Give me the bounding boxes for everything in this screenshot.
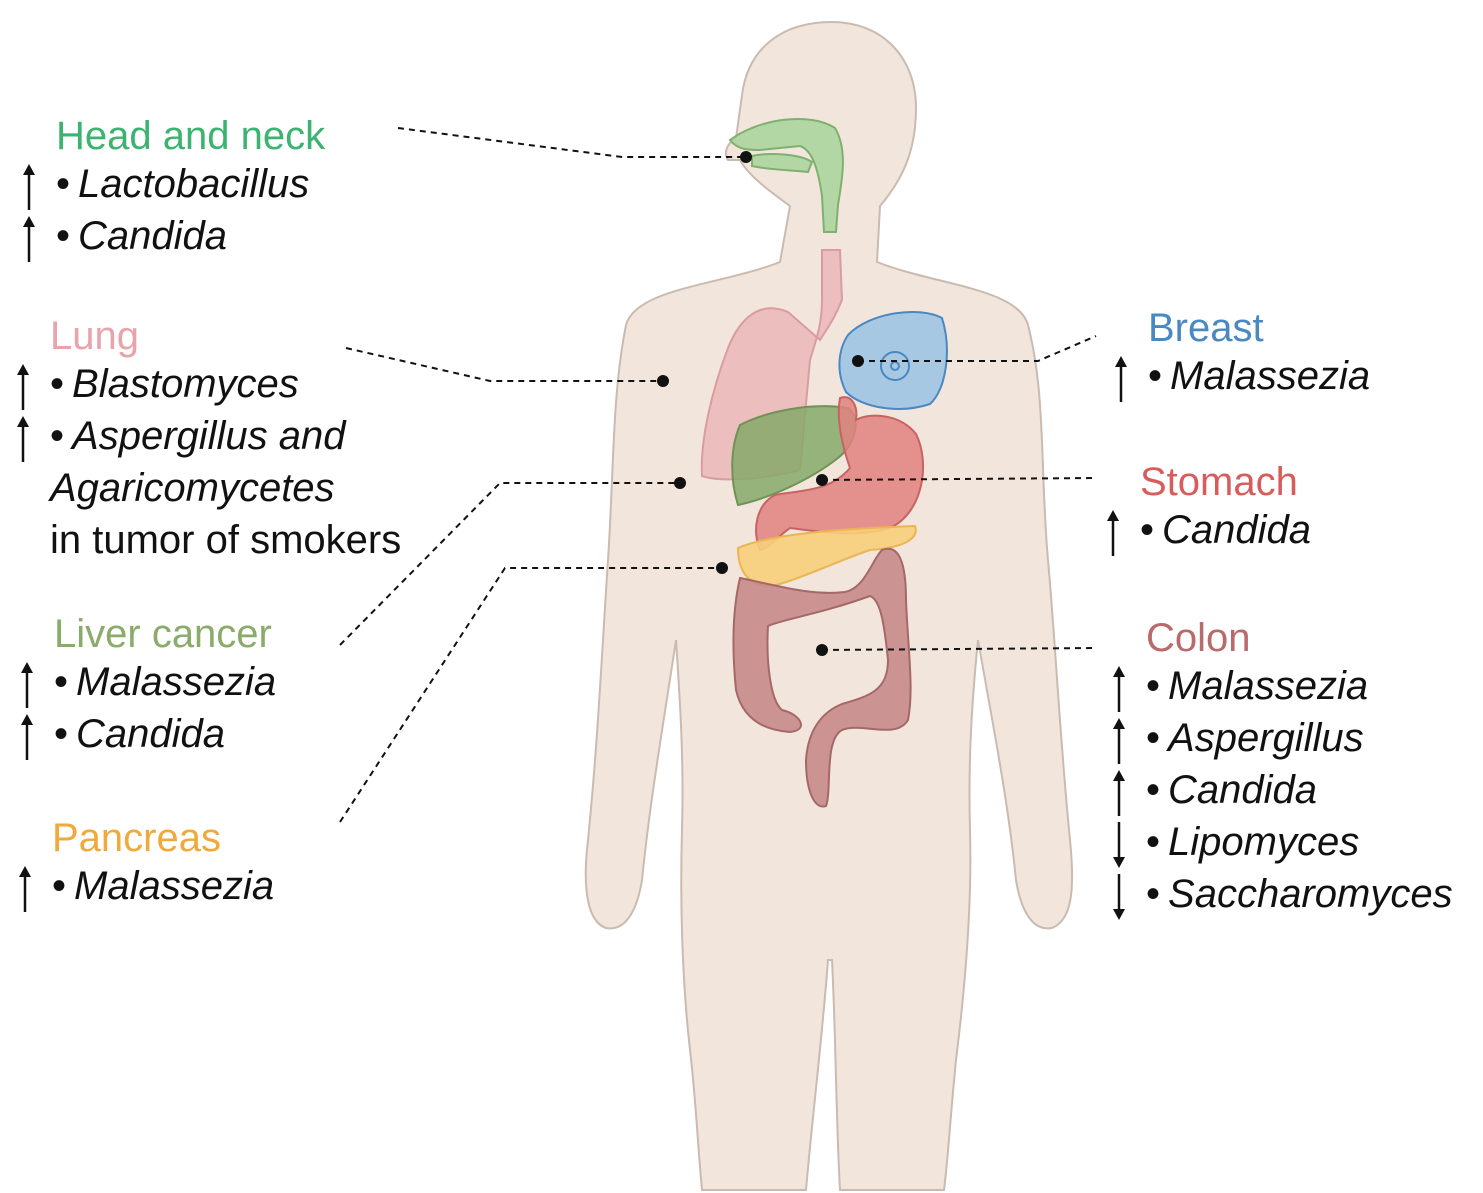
arrow-up-icon bbox=[16, 364, 30, 410]
taxon-name: Lactobacillus bbox=[78, 162, 309, 206]
point-colon bbox=[816, 644, 828, 656]
pancreas-title: Pancreas bbox=[52, 816, 274, 860]
arrow-down-icon bbox=[1112, 822, 1126, 868]
continuation-line: Agaricomycetes bbox=[50, 462, 401, 514]
taxon-name: Malassezia bbox=[1170, 354, 1370, 398]
colon-title: Colon bbox=[1146, 616, 1453, 660]
taxon-name: Blastomyces bbox=[72, 362, 299, 406]
stomach-title: Stomach bbox=[1140, 460, 1311, 504]
point-head-neck bbox=[740, 151, 752, 163]
bullet-icon: • bbox=[1146, 716, 1160, 760]
group-colon: Colon•Malassezia•Aspergillus•Candida•Lip… bbox=[1146, 616, 1453, 920]
list-item: •Malassezia bbox=[1148, 350, 1370, 402]
group-stomach: Stomach•Candida bbox=[1140, 460, 1311, 556]
taxon-name: Malassezia bbox=[76, 660, 276, 704]
bullet-icon: • bbox=[1146, 768, 1160, 812]
list-item: •Candida bbox=[54, 708, 276, 760]
bullet-icon: • bbox=[54, 712, 68, 756]
point-breast bbox=[852, 355, 864, 367]
lung-title: Lung bbox=[50, 314, 401, 358]
group-pancreas: Pancreas•Malassezia bbox=[52, 816, 274, 912]
list-item: •Candida bbox=[56, 210, 325, 262]
arrow-up-icon bbox=[1112, 770, 1126, 816]
bullet-icon: • bbox=[52, 864, 66, 908]
point-pancreas bbox=[716, 562, 728, 574]
list-item: •Malassezia bbox=[1146, 660, 1453, 712]
bullet-icon: • bbox=[56, 214, 70, 258]
list-item: •Candida bbox=[1140, 504, 1311, 556]
list-item: •Malassezia bbox=[54, 656, 276, 708]
bullet-icon: • bbox=[1140, 508, 1154, 552]
list-item: •Candida bbox=[1146, 764, 1453, 816]
taxon-name: Candida bbox=[1168, 768, 1317, 812]
point-stomach bbox=[816, 474, 828, 486]
point-liver bbox=[674, 477, 686, 489]
list-item: •Saccharomyces bbox=[1146, 868, 1453, 920]
taxon-name: Lipomyces bbox=[1168, 820, 1359, 864]
group-breast: Breast•Malassezia bbox=[1148, 306, 1370, 402]
leader-head-neck bbox=[398, 128, 746, 157]
taxon-name: Aspergillus bbox=[1168, 716, 1364, 760]
arrow-up-icon bbox=[22, 216, 36, 262]
arrow-up-icon bbox=[1112, 718, 1126, 764]
taxon-name: Malassezia bbox=[1168, 664, 1368, 708]
arrow-up-icon bbox=[16, 416, 30, 462]
list-item: •Malassezia bbox=[52, 860, 274, 912]
taxon-name: Saccharomyces bbox=[1168, 872, 1453, 916]
taxon-name: Malassezia bbox=[74, 864, 274, 908]
bullet-icon: • bbox=[1148, 354, 1162, 398]
bullet-icon: • bbox=[54, 660, 68, 704]
taxon-name: Candida bbox=[78, 214, 227, 258]
taxon-name: Candida bbox=[1162, 508, 1311, 552]
bullet-icon: • bbox=[56, 162, 70, 206]
bullet-icon: • bbox=[50, 414, 64, 458]
list-item: •Lactobacillus bbox=[56, 158, 325, 210]
taxon-name: Candida bbox=[76, 712, 225, 756]
group-liver: Liver cancer•Malassezia•Candida bbox=[54, 612, 276, 760]
liver-title: Liver cancer bbox=[54, 612, 276, 656]
list-item: •Aspergillus bbox=[1146, 712, 1453, 764]
head-neck-title: Head and neck bbox=[56, 114, 325, 158]
bullet-icon: • bbox=[1146, 664, 1160, 708]
list-item: •Lipomyces bbox=[1146, 816, 1453, 868]
continuation-line: in tumor of smokers bbox=[50, 514, 401, 566]
arrow-up-icon bbox=[22, 164, 36, 210]
point-lung bbox=[657, 375, 669, 387]
arrow-down-icon bbox=[1112, 874, 1126, 920]
arrow-up-icon bbox=[1114, 356, 1128, 402]
arrow-up-icon bbox=[20, 714, 34, 760]
arrow-up-icon bbox=[1112, 666, 1126, 712]
list-item: •Blastomyces bbox=[50, 358, 401, 410]
group-head-neck: Head and neck•Lactobacillus•Candida bbox=[56, 114, 325, 262]
arrow-up-icon bbox=[1106, 510, 1120, 556]
bullet-icon: • bbox=[1146, 820, 1160, 864]
taxon-name: Aspergillus and bbox=[72, 414, 346, 458]
breast-title: Breast bbox=[1148, 306, 1370, 350]
bullet-icon: • bbox=[1146, 872, 1160, 916]
bullet-icon: • bbox=[50, 362, 64, 406]
arrow-up-icon bbox=[20, 662, 34, 708]
list-item: •Aspergillus and bbox=[50, 410, 401, 462]
arrow-up-icon bbox=[18, 866, 32, 912]
